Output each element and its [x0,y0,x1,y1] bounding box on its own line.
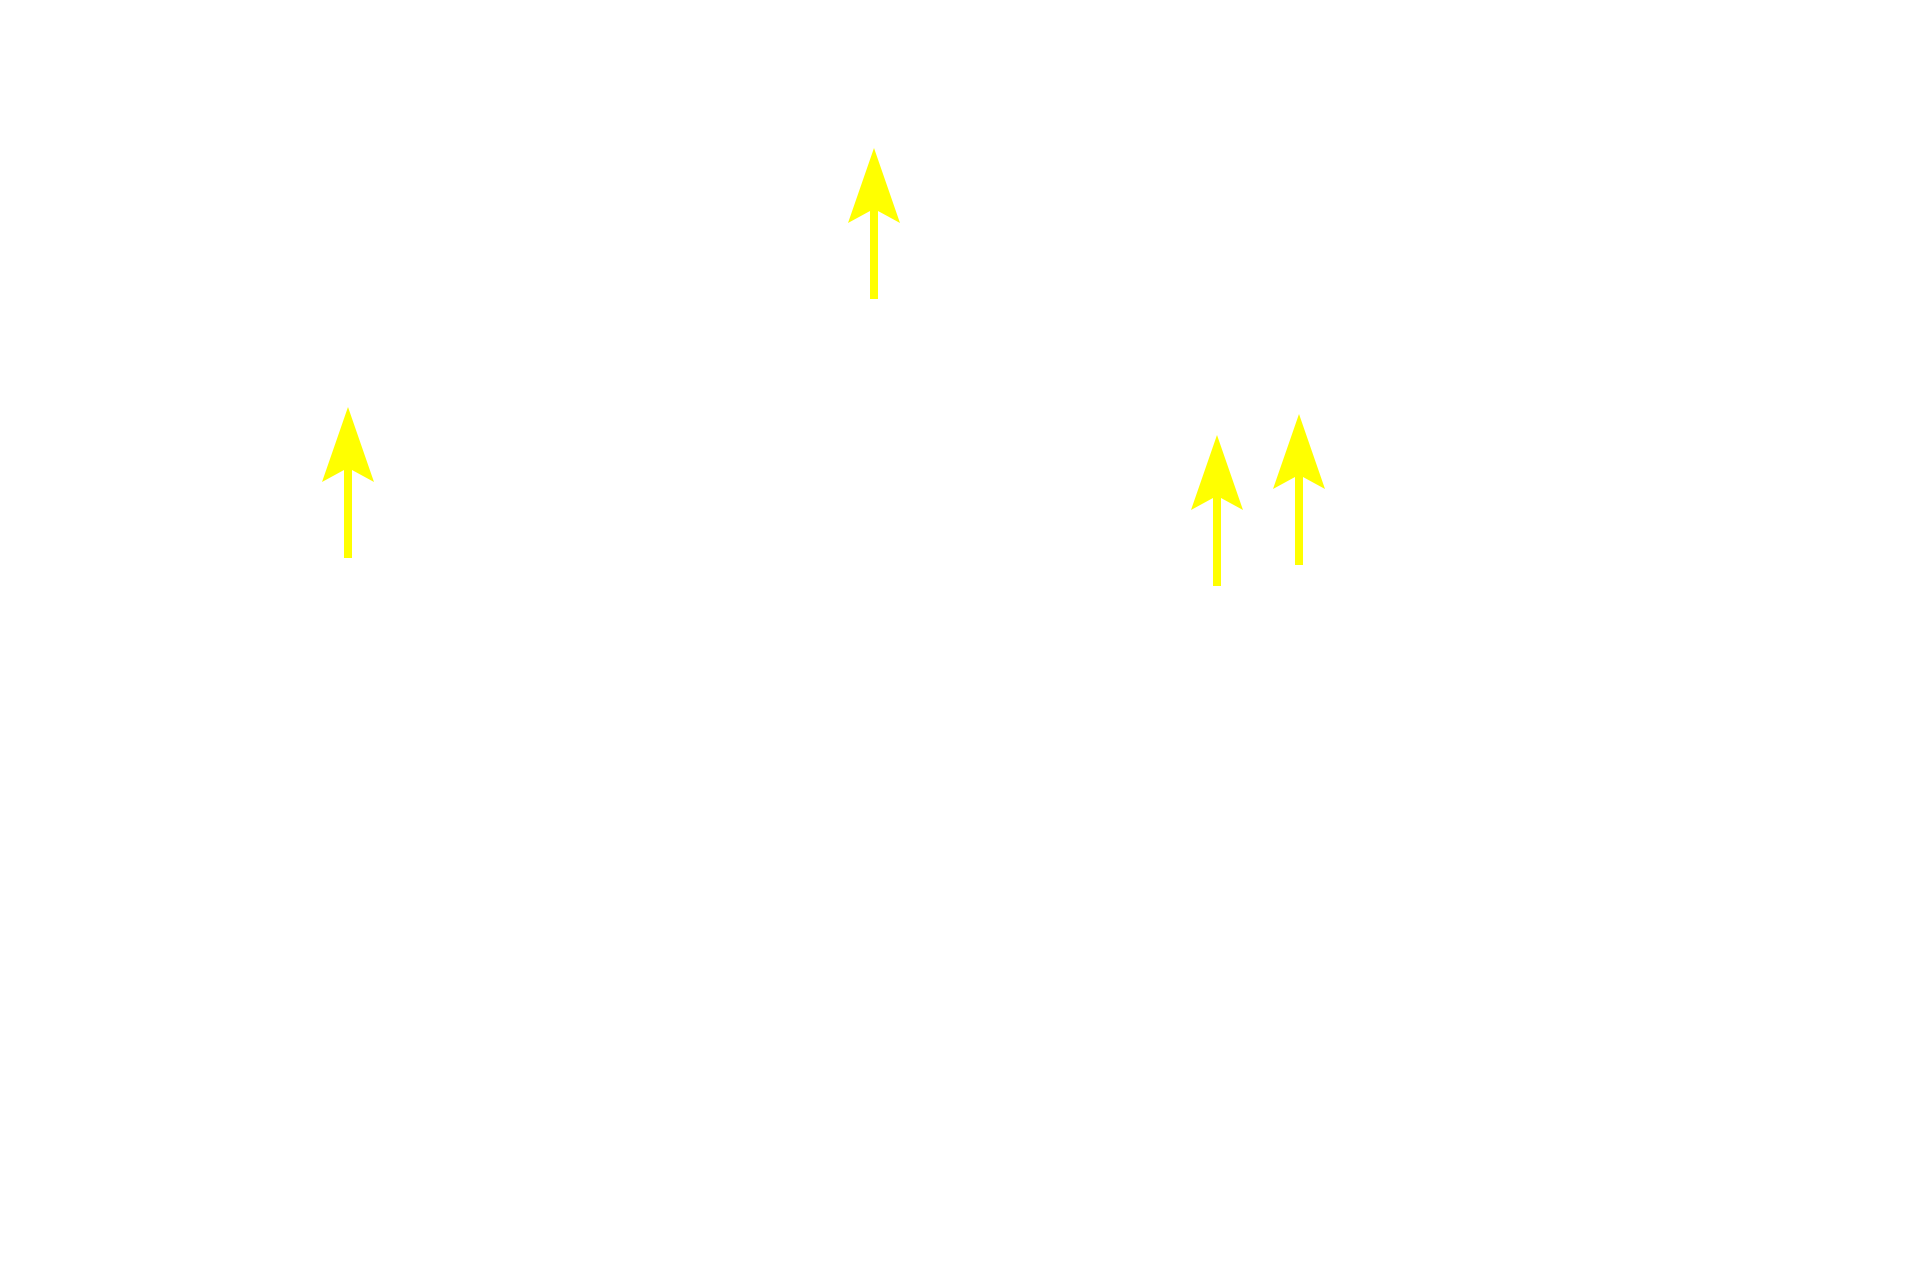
arrow-group [322,148,1325,586]
arrow-up-icon [322,407,374,558]
arrow-up-icon [848,148,900,299]
arrow-up-icon [1191,435,1243,586]
arrow-up-icon [1273,414,1325,565]
